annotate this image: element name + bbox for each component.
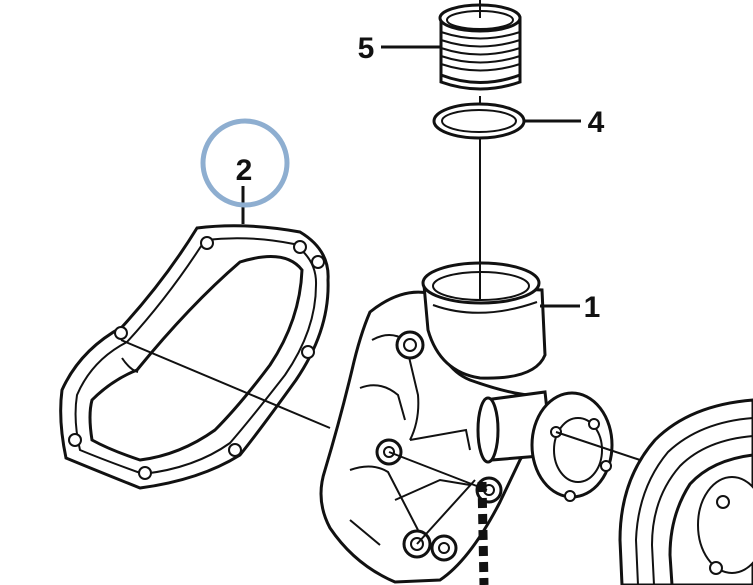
callout-label-1: 1	[584, 291, 601, 324]
drive-pulley	[618, 398, 753, 585]
callout-label-4: 4	[588, 106, 605, 139]
callout-label-5: 5	[358, 32, 375, 65]
highlight-circle	[200, 118, 290, 208]
pump-gasket	[59, 224, 330, 490]
assembly-lines	[120, 0, 641, 545]
o-ring	[432, 102, 526, 140]
water-pump-housing	[319, 261, 614, 584]
callout-label-2: 2	[236, 154, 253, 187]
engine-block-dashed-line	[477, 481, 489, 585]
